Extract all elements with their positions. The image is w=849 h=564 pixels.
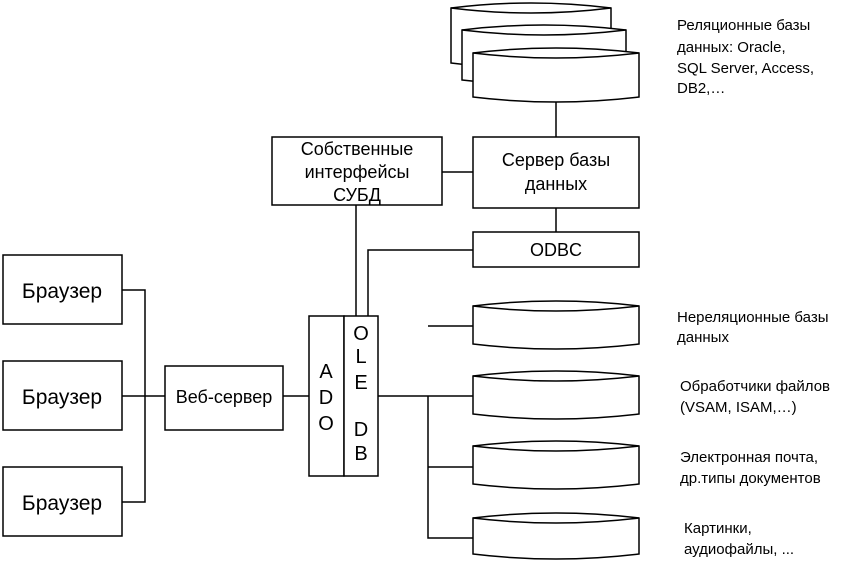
ado-letter-o: O [318,413,334,435]
ole-db-box [343,315,379,477]
nonrelational-label-line-1: Нереляционные базы [677,309,829,326]
browser-bus-line [122,289,165,503]
native-interfaces-line-1: Собственные [301,139,414,159]
odbc-box [472,231,640,268]
db-server-line-2: данных [525,174,587,194]
ole-db-letter-b: B [354,443,367,465]
browser-label-1: Браузер [22,280,102,303]
relational-label-line-4: DB2,… [677,80,725,97]
native-interfaces-box [271,136,443,206]
browser-box-1 [2,254,123,325]
file-handlers-label-line-2: (VSAM, ISAM,…) [680,399,797,416]
relational-label-line-3: SQL Server, Access, [677,60,814,77]
nonrelational-db-cylinder-icon [472,300,640,350]
browser-box-2 [2,360,123,431]
ole-db-letter-o: O [353,323,369,345]
media-label-line-1: Картинки, [684,520,752,537]
ado-letter-a: A [319,361,333,383]
relational-label-line-2: данных: Oracle, [677,39,786,56]
file-handlers-cylinder-icon [472,370,640,420]
ole-db-letter-l: L [355,346,366,368]
email-label-line-2: др.типы документов [680,470,821,487]
native-interfaces-line-3: СУБД [333,185,381,205]
web-server-label: Веб-сервер [176,387,273,407]
oledb-odbc-line [367,249,473,316]
email-label-line-1: Электронная почта, [680,449,818,466]
ole-db-letter-d: D [354,419,368,441]
browser-box-3 [2,466,123,537]
media-label-line-2: аудиофайлы, ... [684,541,794,558]
ado-letter-d: D [319,387,333,409]
email-cylinder-icon [472,440,640,490]
relational-label-line-1: Реляционные базы [677,17,810,34]
file-handlers-label-line-1: Обработчики файлов [680,378,830,395]
relational-db-stack-icon [450,2,640,103]
native-interfaces-line-2: интерфейсы [305,162,410,182]
web-server-box [164,365,284,431]
media-cylinder-icon [472,512,640,560]
nonrelational-label-line-2: данных [677,329,729,346]
db-server-box [472,136,640,209]
db-server-line-1: Сервер базы [502,150,610,170]
odbc-label: ODBC [530,240,582,260]
browser-label-3: Браузер [22,492,102,515]
ado-box [308,315,345,477]
ole-db-letter-e: E [354,372,367,394]
oledb-datasources-bus-line [378,325,473,539]
browser-label-2: Браузер [22,386,102,409]
